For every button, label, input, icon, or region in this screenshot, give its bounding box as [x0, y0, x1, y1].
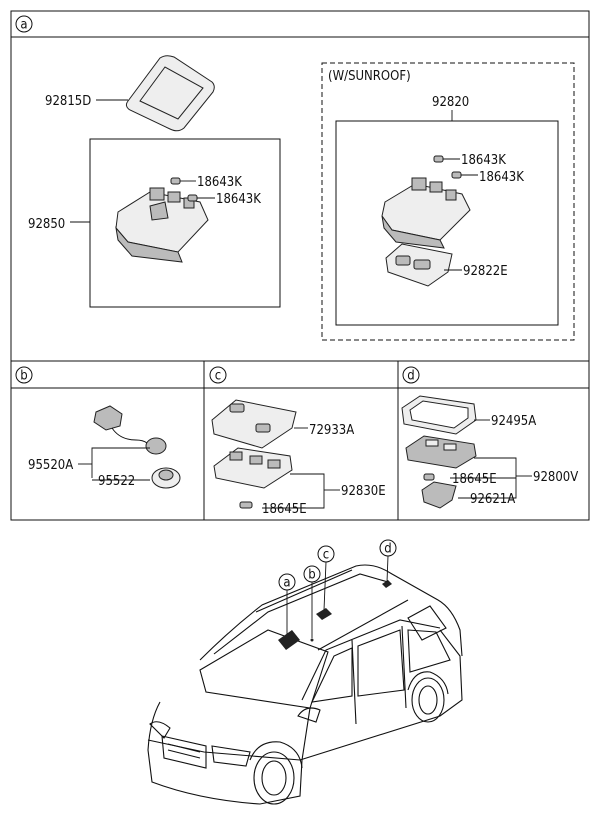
label-92830E: 92830E: [341, 484, 386, 499]
lens-72933A: [211, 399, 297, 449]
label-92495A: 92495A: [491, 414, 536, 429]
label-92800V: 92800V: [533, 470, 578, 485]
section-d-marker: [402, 366, 420, 384]
callout-a: [278, 573, 296, 591]
callout-c-letter: c: [323, 548, 329, 563]
section-d: d 92495A 92800V 18645E 92621A: [397, 360, 590, 521]
location-a-mark: [278, 630, 300, 650]
front-wheel: [253, 751, 295, 805]
section-b-letter: b: [20, 369, 27, 384]
bulb-18645E-d: [423, 473, 435, 481]
callout-d: [379, 539, 397, 557]
section-b-marker: [15, 366, 33, 384]
label-95520A: 95520A: [28, 458, 73, 473]
lamp-92830E: [213, 447, 293, 489]
sunroof-lamp-assembly: [381, 177, 471, 249]
section-a-letter: a: [20, 18, 27, 33]
bulb-18643K-a2: [187, 194, 198, 202]
callout-b-letter: b: [308, 568, 315, 583]
location-c-mark: [316, 608, 332, 620]
section-b-frame: [10, 360, 205, 521]
assembly-box-92820: [335, 120, 559, 326]
callout-c: [317, 545, 335, 563]
label-18643K-a1: 18643K: [197, 175, 242, 190]
label-72933A: 72933A: [309, 423, 354, 438]
bezel-92495A: [401, 395, 477, 435]
label-18643K-a2: 18643K: [216, 192, 261, 207]
location-d-mark: [382, 580, 392, 588]
section-c-marker: [209, 366, 227, 384]
label-18645E-d: 18645E: [452, 472, 497, 487]
label-18643K-s1: 18643K: [461, 153, 506, 168]
section-a: a 92815D 92850 18643K 18643K: [10, 10, 590, 362]
callout-b: [303, 565, 321, 583]
bulb-18643K-a1: [170, 177, 181, 185]
section-d-frame: [397, 360, 590, 521]
label-92850: 92850: [28, 217, 65, 232]
section-b: b 95520A 95522: [10, 360, 205, 521]
location-b-mark: [310, 638, 314, 642]
label-92621A: 92621A: [470, 492, 515, 507]
bulb-18645E-c: [239, 501, 253, 509]
lens-92822E: [385, 243, 453, 287]
label-92820: 92820: [432, 95, 469, 110]
socket-95522: [151, 467, 181, 489]
vehicle-illustration: a b c d: [147, 539, 463, 805]
section-c: c 72933A 92830E 18645E: [203, 360, 399, 521]
rear-wheel: [411, 677, 445, 723]
label-18643K-s2: 18643K: [479, 170, 524, 185]
bulb-18643K-s1: [433, 155, 444, 163]
section-a-marker: [15, 15, 33, 33]
callout-d-letter: d: [384, 542, 391, 557]
wiring-harness-95520A: [93, 405, 167, 455]
sunroof-label: (W/SUNROOF): [328, 69, 411, 84]
callout-a-letter: a: [283, 576, 290, 591]
assembly-box-92850: [89, 138, 281, 308]
lamp-92800V: [405, 435, 477, 469]
label-92815D: 92815D: [45, 94, 91, 109]
section-c-letter: c: [215, 369, 221, 384]
label-18645E-c: 18645E: [262, 502, 307, 517]
section-d-letter: d: [407, 369, 414, 384]
lamp-lens-part: [125, 55, 215, 132]
lens-92621A: [421, 481, 457, 509]
bulb-18643K-s2: [451, 171, 462, 179]
label-92822E: 92822E: [463, 264, 508, 279]
label-95522: 95522: [98, 474, 135, 489]
overhead-lamp-assembly: [115, 187, 209, 263]
